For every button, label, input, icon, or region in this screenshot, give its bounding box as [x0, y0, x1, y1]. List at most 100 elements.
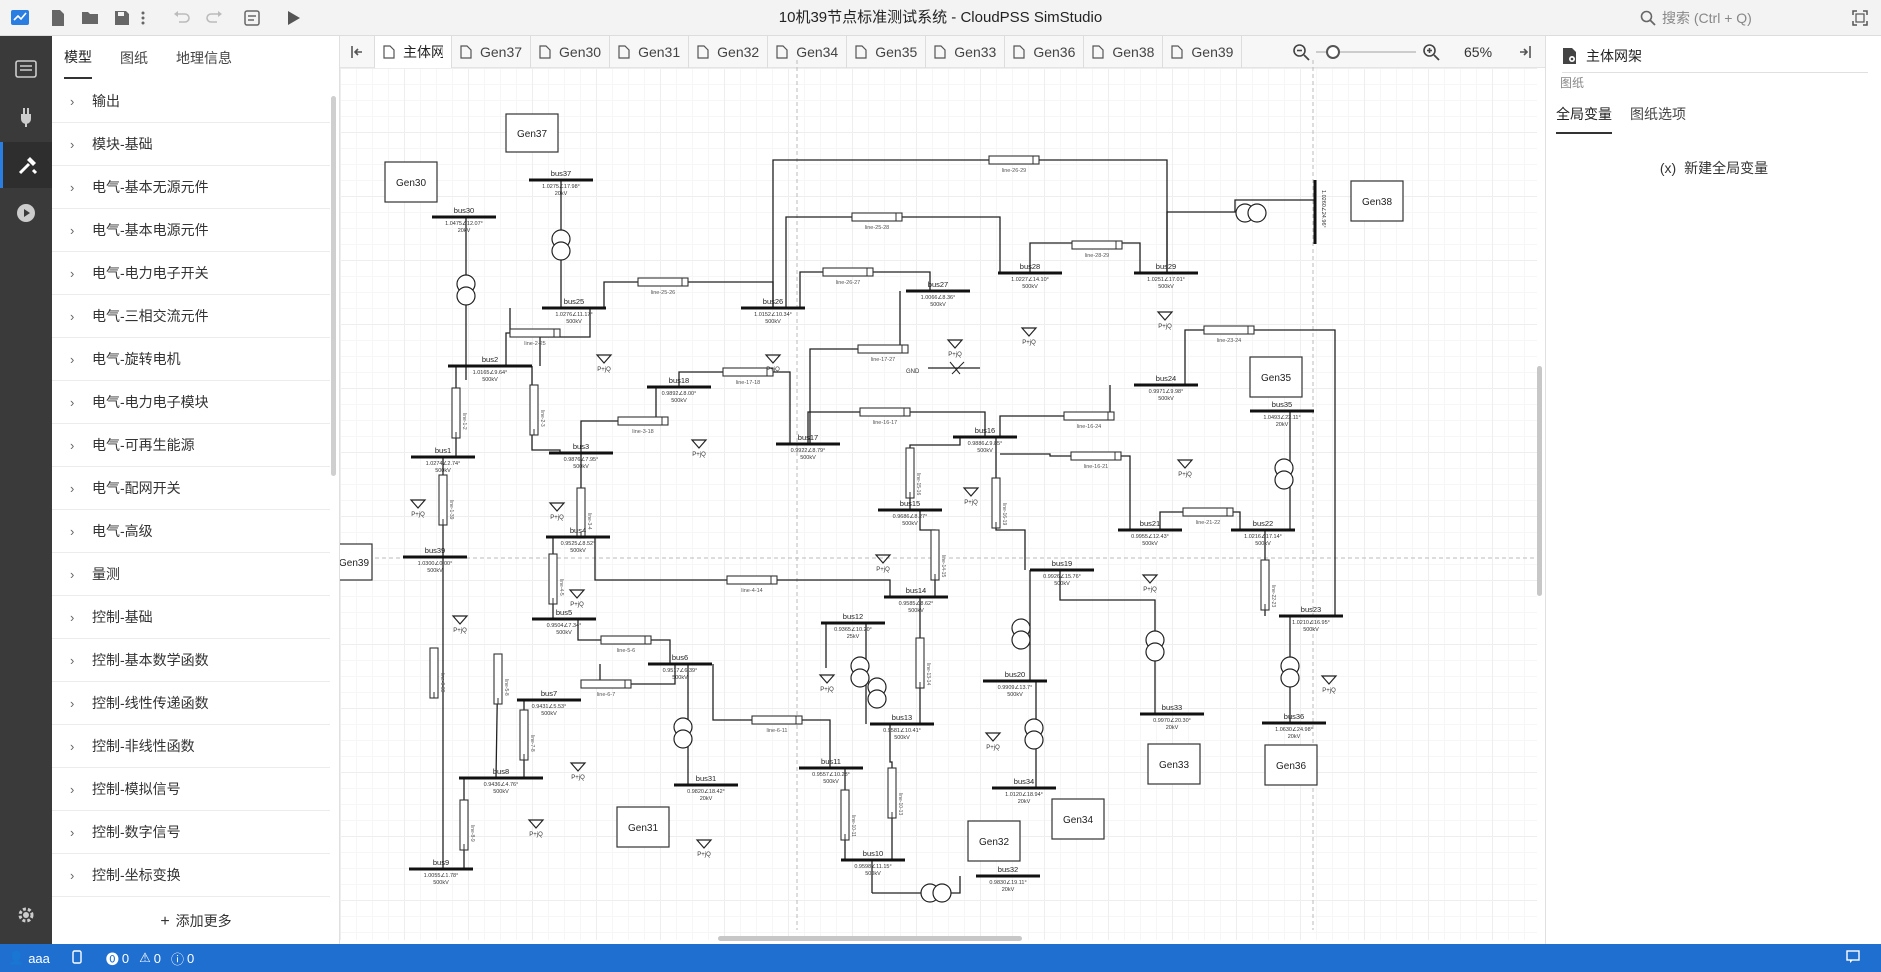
bus-values[interactable]: 1.0165∠9.64°	[473, 369, 508, 376]
bus-values[interactable]: 0.9892∠8.00°	[662, 390, 697, 397]
line-element[interactable]: line-5-8	[493, 653, 509, 705]
redo-icon[interactable]	[202, 6, 226, 30]
category-item[interactable]: ›电气-旋转电机	[52, 338, 330, 381]
bus-voltage-level[interactable]: 500kV	[1142, 541, 1158, 547]
load-arrow[interactable]	[548, 502, 566, 512]
category-item[interactable]: ›电气-高级	[52, 510, 330, 553]
bus-voltage-level[interactable]: 500kV	[765, 319, 781, 325]
line-element[interactable]: line-4-14	[726, 575, 778, 594]
line-element[interactable]: line-10-11	[840, 789, 856, 841]
generator-box[interactable]	[1264, 744, 1318, 786]
bus-voltage-level[interactable]: 500kV	[573, 464, 589, 470]
line-body[interactable]	[887, 767, 897, 819]
transformer-winding[interactable]	[1024, 730, 1044, 750]
bus-name[interactable]: bus3	[573, 442, 589, 451]
generator-block[interactable]: Gen31	[616, 806, 670, 848]
model-tools-icon[interactable]	[0, 142, 52, 188]
generator-box[interactable]	[1350, 180, 1404, 222]
line-body[interactable]	[859, 407, 911, 417]
device-icon[interactable]	[72, 949, 82, 967]
load-symbol[interactable]: P+jQ	[984, 732, 1002, 751]
line-element[interactable]: line-14-15	[930, 529, 946, 581]
bus-voltage-level[interactable]: 500kV	[1158, 396, 1174, 402]
load-label[interactable]: P+jQ	[597, 367, 611, 373]
line-body[interactable]	[857, 344, 909, 354]
line-body[interactable]	[429, 647, 439, 699]
line-body[interactable]	[988, 155, 1040, 165]
line-body[interactable]	[493, 653, 503, 705]
search-box[interactable]: 搜索 (Ctrl + Q)	[1640, 5, 1860, 31]
line-label[interactable]: line-10-13	[897, 793, 903, 815]
bus-voltage-level[interactable]: 500kV	[672, 675, 688, 681]
category-item[interactable]: ›电气-三相交流元件	[52, 295, 330, 338]
generator-box[interactable]	[1051, 798, 1105, 840]
load-arrow[interactable]	[568, 589, 586, 599]
bus-voltage-level[interactable]: 20kV	[1288, 734, 1301, 740]
fullscreen-icon[interactable]	[1848, 6, 1872, 30]
collapse-right-icon[interactable]	[1518, 45, 1532, 59]
generator-label[interactable]: Gen31	[628, 823, 658, 834]
line-body[interactable]	[519, 709, 529, 761]
bus-values[interactable]: 1.0120∠18.94°	[1005, 791, 1043, 798]
transformer-winding[interactable]	[1011, 630, 1031, 650]
bus-name[interactable]: bus5	[556, 608, 572, 617]
doc-tab[interactable]: Gen34	[768, 36, 848, 68]
bus-values[interactable]: 0.9504∠7.34°	[547, 622, 582, 629]
doc-tab[interactable]: Gen36	[1005, 36, 1085, 68]
line-label[interactable]: line-5-8	[503, 679, 509, 696]
bus-values[interactable]: 0.9598∠11.15°	[854, 863, 891, 870]
line-label[interactable]: line-25-26	[651, 290, 675, 296]
bus-voltage-level[interactable]: 500kV	[1054, 581, 1070, 587]
collapse-left-icon[interactable]	[340, 36, 375, 68]
line-element[interactable]: line-8-9	[459, 799, 475, 851]
load-arrow[interactable]	[818, 674, 836, 684]
canvas-vertical-scrollbar[interactable]	[1537, 366, 1542, 596]
bus-voltage-level[interactable]: 500kV	[823, 779, 839, 785]
generator-label[interactable]: Gen32	[979, 837, 1009, 848]
line-element[interactable]: line-26-27	[822, 267, 874, 286]
bus-name[interactable]: bus27	[928, 280, 948, 289]
line-element[interactable]: line-25-28	[851, 212, 903, 231]
line-element[interactable]: line-25-26	[637, 277, 689, 296]
line-label[interactable]: line-9-39	[439, 673, 445, 693]
settings-gear-icon[interactable]	[0, 892, 52, 938]
bus-name[interactable]: bus26	[763, 297, 783, 306]
bus-values[interactable]: 1.0227∠14.10°	[1011, 276, 1049, 283]
panel-scrollbar[interactable]	[331, 96, 336, 476]
line-element[interactable]: line-1-39	[438, 474, 454, 526]
bus-voltage-level[interactable]: 500kV	[1255, 541, 1271, 547]
load-symbol[interactable]: P+jQ	[595, 354, 613, 373]
category-item[interactable]: ›控制-基本数学函数	[52, 639, 330, 682]
bus-name[interactable]: bus22	[1253, 519, 1273, 528]
category-item[interactable]: ›量测	[52, 553, 330, 596]
bus-voltage-level[interactable]: 500kV	[566, 319, 582, 325]
line-element[interactable]: line-10-13	[887, 767, 903, 819]
line-element[interactable]: line-17-18	[722, 367, 774, 386]
bus-voltage-level[interactable]: 500kV	[1158, 284, 1174, 290]
line-label[interactable]: line-16-24	[1077, 424, 1101, 430]
load-label[interactable]: P+jQ	[1178, 472, 1192, 478]
line-label[interactable]: line-21-22	[1196, 520, 1220, 526]
line-element[interactable]: line-3-18	[617, 416, 669, 435]
load-label[interactable]: P+jQ	[948, 352, 962, 358]
line-element[interactable]: line-16-21	[1070, 451, 1122, 470]
line-body[interactable]	[617, 416, 669, 426]
canvas-horizontal-scrollbar[interactable]	[718, 936, 1022, 941]
category-item[interactable]: ›电气-基本电源元件	[52, 209, 330, 252]
doc-tab[interactable]: Gen38	[1084, 36, 1164, 68]
doc-tab[interactable]: Gen39	[1163, 36, 1243, 68]
load-label[interactable]: P+jQ	[986, 745, 1000, 751]
load-symbol[interactable]: P+jQ	[568, 589, 586, 608]
load-label[interactable]: P+jQ	[876, 567, 890, 573]
bus-name[interactable]: bus1	[435, 446, 451, 455]
bus-name[interactable]: bus13	[892, 713, 912, 722]
bus-name[interactable]: bus32	[998, 865, 1018, 874]
line-element[interactable]: line-28-29	[1071, 240, 1123, 259]
line-body[interactable]	[529, 384, 539, 436]
